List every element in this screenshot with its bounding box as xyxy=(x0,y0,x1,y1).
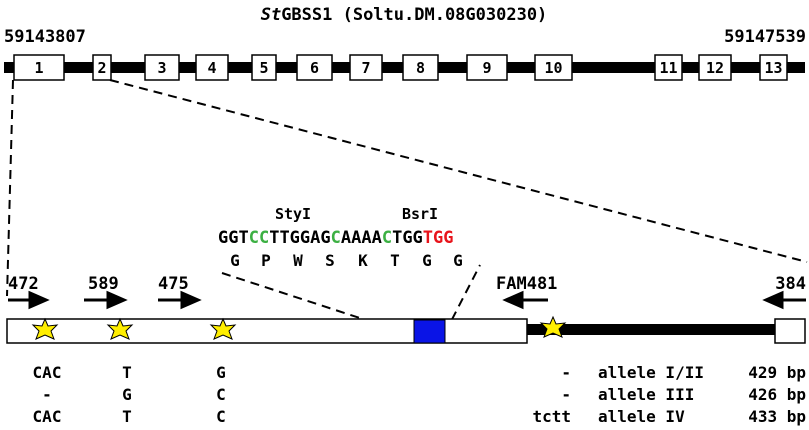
exon-box xyxy=(92,54,112,81)
allele-name: allele IV xyxy=(598,407,685,426)
exon-box xyxy=(698,54,732,81)
exon-label: 2 xyxy=(97,59,106,77)
allele-cell: - xyxy=(42,385,52,404)
sequence-segment: CC xyxy=(249,228,269,248)
bsri-site-label: BsrI xyxy=(402,205,438,223)
exon-label: 10 xyxy=(544,59,562,77)
primer-arrow-472 xyxy=(8,290,50,310)
allele-size: 433 bp xyxy=(748,407,806,426)
title-rest: GBSS1 (Soltu.DM.08G030230) xyxy=(281,5,547,25)
amino-acid: G xyxy=(453,251,463,270)
exon-label: 8 xyxy=(416,59,425,77)
amino-acid: P xyxy=(261,251,271,270)
amino-acid: K xyxy=(358,251,368,270)
allele-size: 429 bp xyxy=(748,363,806,382)
allele-cell: - xyxy=(561,385,571,404)
allele-cell: C xyxy=(216,407,226,426)
sequence-segment: AAAA xyxy=(341,228,382,248)
allele-name: allele III xyxy=(598,385,694,404)
target-line-right xyxy=(444,264,481,334)
allele-table: CAC T G - allele I/II 429 bp - G C - all… xyxy=(33,363,806,426)
allele-cell: tctt xyxy=(532,407,571,426)
allele-cell: CAC xyxy=(33,407,62,426)
sequence-segment: TGG xyxy=(423,228,454,248)
zoom-line-right xyxy=(109,79,808,263)
amino-acid: S xyxy=(325,251,335,270)
exon-label: 9 xyxy=(482,59,491,77)
start-coordinate: 59143807 xyxy=(4,27,86,47)
exon-zoom-box xyxy=(6,318,528,344)
exon-label: 6 xyxy=(310,59,319,77)
allele-row: CAC T C tctt allele IV 433 bp xyxy=(33,407,806,426)
snp-stars xyxy=(31,315,567,340)
intron-backbone xyxy=(527,324,782,335)
allele-row: - G C - allele III 426 bp xyxy=(42,385,806,404)
primer-label-589: 589 xyxy=(88,274,119,294)
sequence-segment: TGG xyxy=(392,228,423,248)
primer-arrow-589 xyxy=(84,290,128,310)
primer-label-384: 384 xyxy=(775,274,806,294)
amino-acid: T xyxy=(390,251,400,270)
exon-3-box xyxy=(774,318,806,344)
allele-cell: G xyxy=(122,385,132,404)
gene-title: StGBSS1 (Soltu.DM.08G030230) xyxy=(261,5,548,25)
primer-label-475: 475 xyxy=(158,274,189,294)
exon-label: 13 xyxy=(764,59,782,77)
primer-arrow-fam481 xyxy=(502,290,548,310)
primer-label-fam481: FAM481 xyxy=(496,274,557,294)
target-sequence: GGTCCTTGGAGCAAAACTGGTGG xyxy=(218,228,454,248)
snp-star xyxy=(106,317,134,340)
exon-label: 7 xyxy=(361,59,370,77)
sequence-segment: C xyxy=(382,228,392,248)
exon-box xyxy=(759,54,788,81)
allele-cell: T xyxy=(122,407,132,426)
exon-box xyxy=(13,54,65,81)
amino-acid: G xyxy=(230,251,240,270)
allele-cell: - xyxy=(561,363,571,382)
zoom-line-left xyxy=(6,79,14,297)
amino-acid: W xyxy=(293,251,303,270)
exon-label: 11 xyxy=(659,59,677,77)
exon-label: 12 xyxy=(706,59,724,77)
snp-star xyxy=(209,317,237,340)
exon-box xyxy=(466,54,508,81)
exon-box xyxy=(195,54,229,81)
exon-label: 1 xyxy=(34,59,43,77)
exon-box xyxy=(296,54,333,81)
exon-label: 3 xyxy=(157,59,166,77)
primer-arrow-475 xyxy=(158,290,202,310)
allele-size: 426 bp xyxy=(748,385,806,404)
exon-box xyxy=(402,54,439,81)
allele-row: CAC T G - allele I/II 429 bp xyxy=(33,363,806,382)
primer-label-472: 472 xyxy=(8,274,39,294)
exon-box xyxy=(251,54,277,81)
allele-cell: C xyxy=(216,385,226,404)
snp-star xyxy=(539,315,567,338)
title-italic: St xyxy=(261,5,281,25)
sequence-segment: C xyxy=(331,228,341,248)
allele-cell: T xyxy=(122,363,132,382)
sequence-segment: GGT xyxy=(218,228,249,248)
allele-cell: G xyxy=(216,363,226,382)
primer-arrow-384 xyxy=(762,290,806,310)
exon-box xyxy=(349,54,383,81)
exon-label: 4 xyxy=(207,59,216,77)
exon-box xyxy=(534,54,573,81)
exon-label: 5 xyxy=(259,59,268,77)
allele-name: allele I/II xyxy=(598,363,704,382)
styi-site-label: StyI xyxy=(275,205,311,223)
allele-cell: CAC xyxy=(33,363,62,382)
target-box xyxy=(413,319,446,344)
sequence-segment: TTGGAG xyxy=(269,228,330,248)
exon-box xyxy=(654,54,683,81)
end-coordinate: 59147539 xyxy=(724,27,806,47)
amino-acid: G xyxy=(422,251,432,270)
exon-box xyxy=(144,54,180,81)
snp-star xyxy=(31,317,59,340)
